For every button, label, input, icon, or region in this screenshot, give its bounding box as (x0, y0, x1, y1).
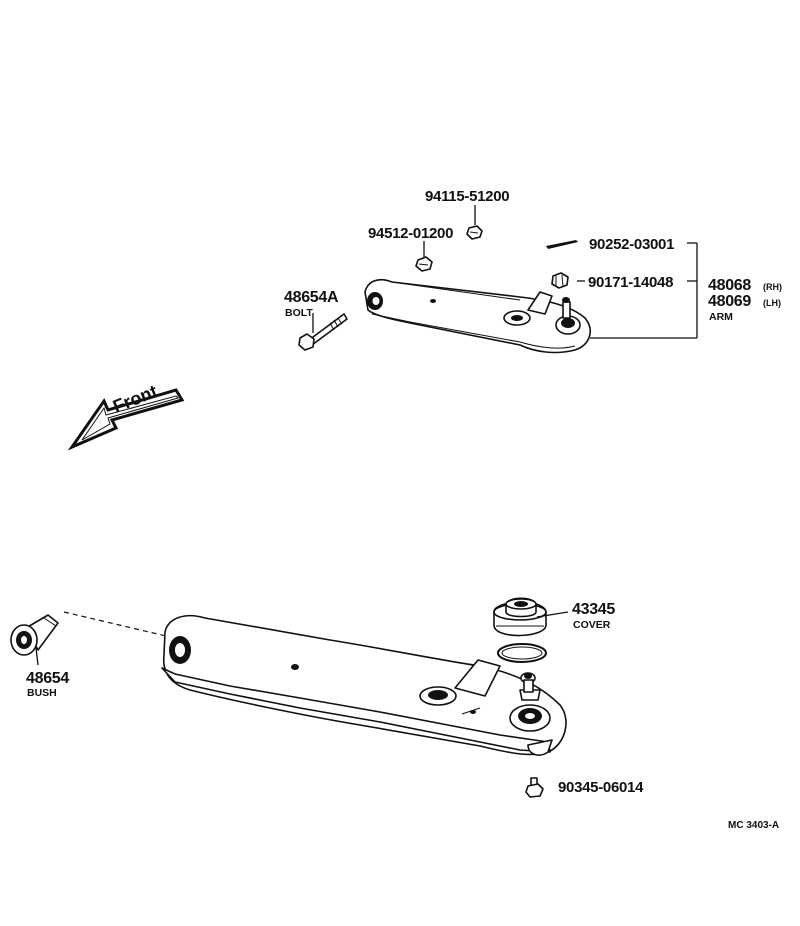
part-number-90345: 90345-06014 (558, 779, 644, 796)
cover-description: COVER (573, 619, 611, 631)
leader-cover (536, 611, 569, 618)
arm-bracket (577, 242, 698, 339)
bush-48654-icon (10, 614, 59, 656)
arm-side-lh: (LH) (763, 298, 781, 308)
part-number-bush: 48654 (26, 670, 69, 687)
arm-part-number-lh: 48069 (708, 293, 751, 310)
arm-part-number-rh: 48068 (708, 277, 751, 294)
lower-arm-assembly (161, 614, 567, 756)
cover-43345-icon (493, 597, 547, 663)
part-number-94512: 94512-01200 (368, 225, 453, 242)
bolt-description: BOLT (285, 307, 313, 319)
upper-arm-assembly (364, 278, 591, 354)
part-number-bolt: 48654A (284, 289, 339, 306)
front-arrow-icon (67, 388, 185, 451)
arm-description: ARM (709, 311, 733, 323)
leader-bush (35, 647, 39, 666)
front-label: Front (110, 381, 160, 417)
part-number-90252: 90252-03001 (589, 236, 674, 253)
reference-code: MC 3403-A (728, 820, 779, 831)
castle-nut-icon (551, 272, 569, 289)
cotter-pin-icon (546, 240, 578, 249)
part-number-94115: 94115-51200 (425, 188, 509, 205)
bolt-48654A-icon (298, 313, 348, 351)
bolt-90345-icon (525, 777, 544, 798)
bush-dashed-guide (63, 611, 167, 637)
bush-description: BUSH (27, 687, 57, 699)
nut-94115-icon (466, 225, 483, 240)
part-number-cover: 43345 (572, 601, 615, 618)
part-number-90171: 90171-14048 (588, 274, 673, 291)
nut-94512-icon (415, 256, 433, 272)
arm-side-rh: (RH) (763, 282, 782, 292)
